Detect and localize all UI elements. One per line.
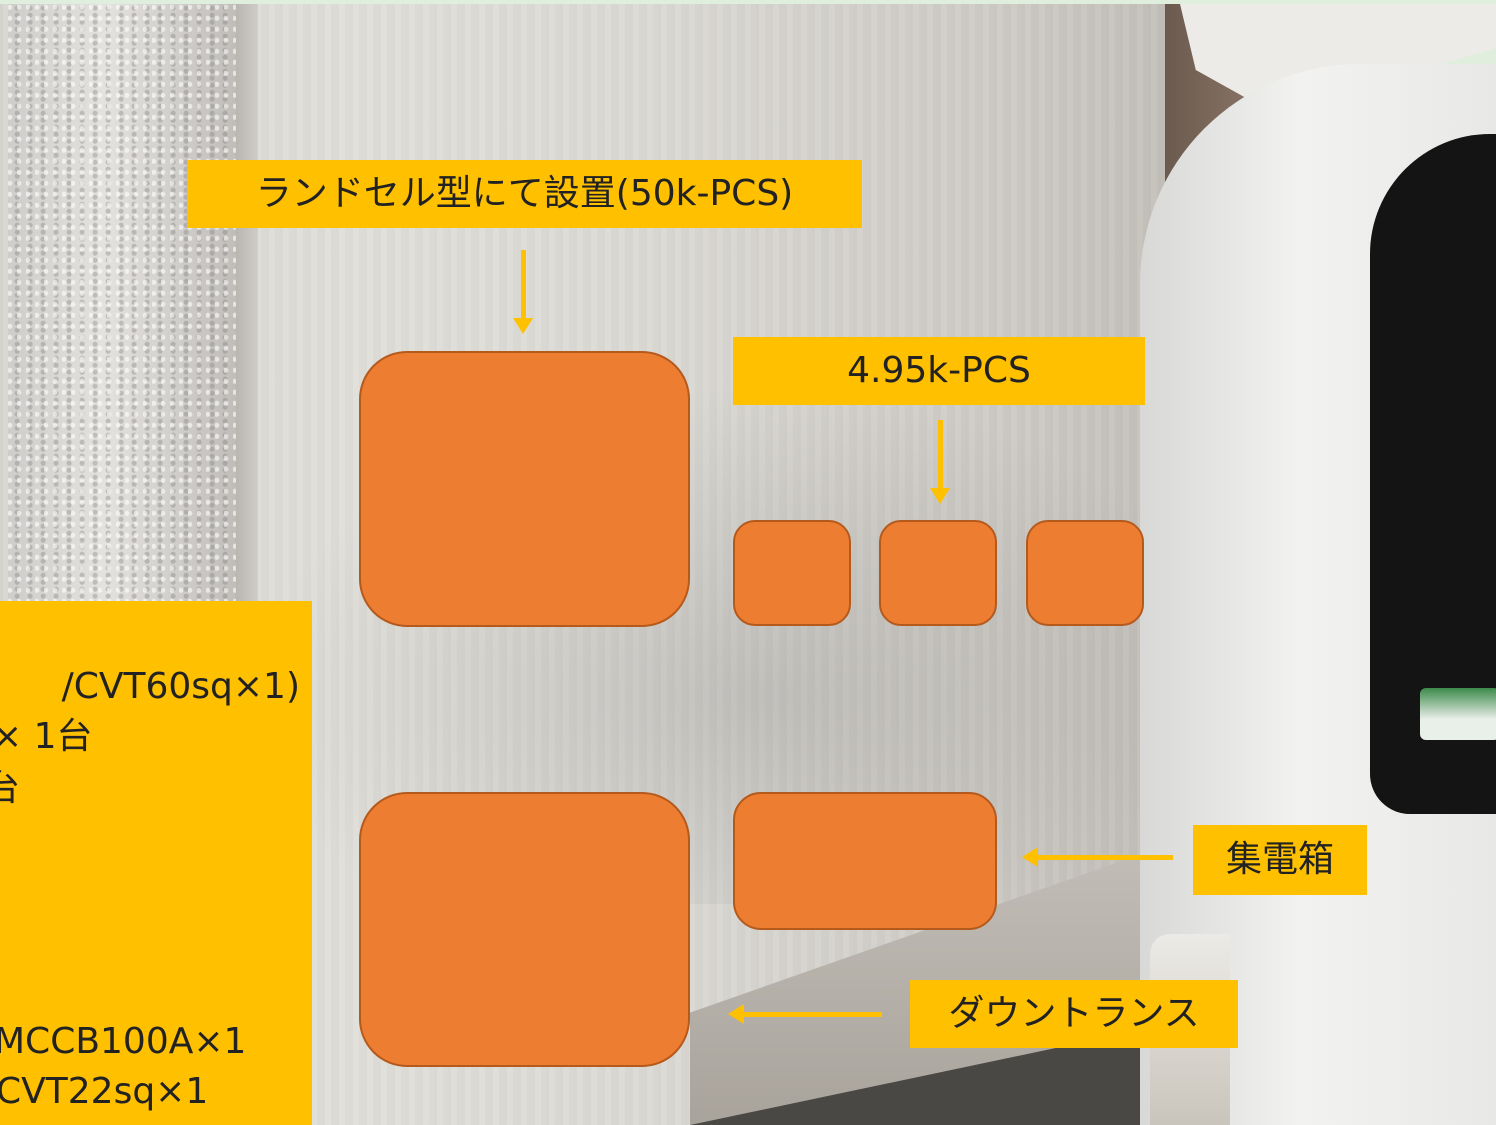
collector-box — [733, 792, 997, 930]
arrow-left-collector — [1022, 847, 1173, 867]
arrow-down-pcs-small — [930, 420, 950, 504]
pcs-small-box-3 — [1026, 520, 1144, 626]
pcs-50k-box — [359, 351, 690, 627]
spec-line-5: CVT22sq×1 — [0, 1071, 209, 1112]
spec-line-2: × 1台 — [0, 716, 93, 757]
arrow-left-transformer — [728, 1004, 882, 1024]
spec-line-4: MCCB100A×1 — [0, 1021, 247, 1062]
label-pcs-main-text: ランドセル型にて設置(50k-PCS) — [255, 173, 794, 214]
inspection-sticker — [1420, 688, 1496, 740]
pcs-small-box-1 — [733, 520, 851, 626]
label-transformer: ダウントランス — [910, 980, 1238, 1048]
spec-line-3: 台 — [0, 768, 21, 809]
label-pcs-small: 4.95k-PCS — [733, 337, 1145, 405]
label-transformer-text: ダウントランス — [948, 993, 1200, 1034]
label-collector-text: 集電箱 — [1225, 839, 1334, 880]
transformer-box — [359, 792, 690, 1067]
spec-line-1: /CVT60sq×1) — [61, 666, 300, 707]
spec-panel: /CVT60sq×1) × 1台 台 MCCB100A×1 CVT22sq×1 — [0, 601, 312, 1125]
label-collector: 集電箱 — [1193, 825, 1367, 895]
label-pcs-main: ランドセル型にて設置(50k-PCS) — [187, 160, 862, 228]
pcs-small-box-2 — [879, 520, 997, 626]
arrow-down-pcs-main — [513, 250, 533, 334]
label-pcs-small-text: 4.95k-PCS — [847, 350, 1031, 391]
